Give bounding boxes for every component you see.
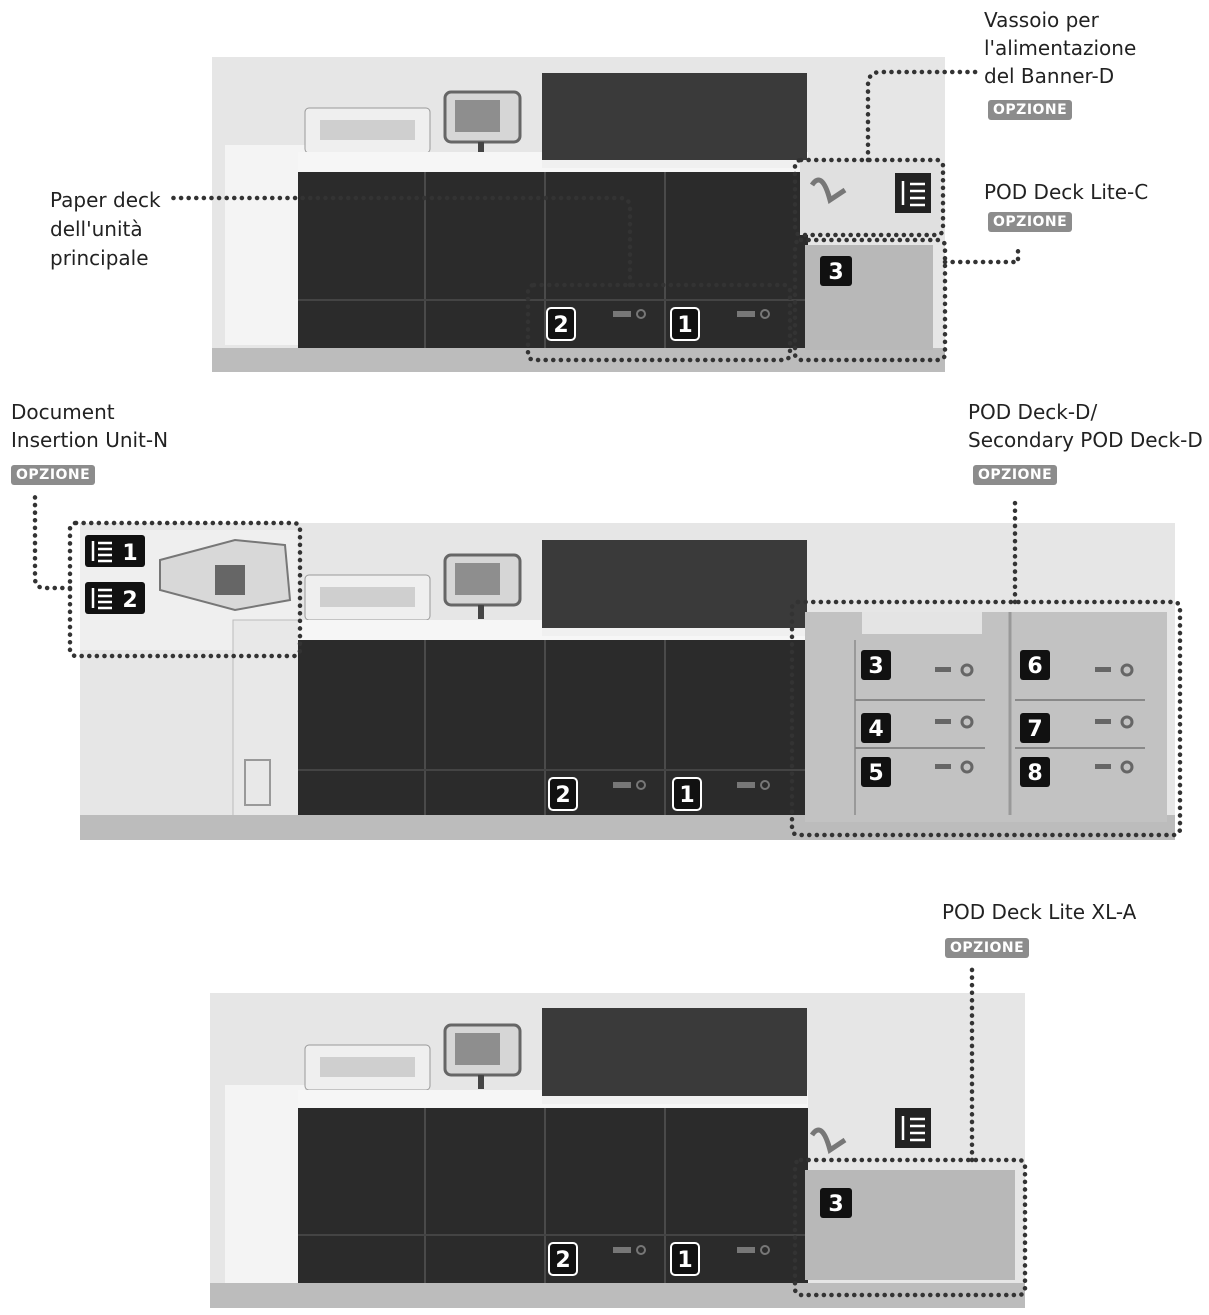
insertion-tray-2: 2 (122, 588, 137, 613)
option-badge: OPZIONE (945, 938, 1030, 958)
tray-number-3: 3 (828, 1192, 843, 1217)
tray-number-1: 1 (677, 1248, 692, 1273)
insertion-tray-1: 1 (122, 541, 137, 566)
label-banner-tray: Vassoio per l'alimentazione del Banner-D (984, 8, 1137, 88)
printer-3 (210, 993, 1025, 1308)
tray-number-3: 3 (828, 260, 843, 285)
tray-number-4: 4 (868, 717, 883, 742)
label-pod-lite-c: POD Deck Lite-C (984, 180, 1149, 204)
tray-number-2: 2 (553, 313, 568, 338)
label-insertion-unit: Document Insertion Unit-N (11, 400, 169, 452)
printer-2 (80, 523, 1175, 840)
option-badge: OPZIONE (11, 465, 96, 485)
option-badge: OPZIONE (988, 212, 1073, 232)
tray-number-2: 2 (555, 1248, 570, 1273)
tray-number-2: 2 (555, 783, 570, 808)
tray-number-1: 1 (679, 783, 694, 808)
tray-badges: 2 1 3 2 1 3 4 5 6 7 8 1 (85, 256, 1050, 1276)
printer-1 (212, 57, 945, 372)
tray-number-1: 1 (677, 313, 692, 338)
tray-number-8: 8 (1027, 761, 1042, 786)
tray-number-6: 6 (1027, 654, 1042, 679)
tray-number-3: 3 (868, 654, 883, 679)
label-pod-deck-d: POD Deck-D/ Secondary POD Deck-D (968, 400, 1203, 452)
label-pod-lite-xl: POD Deck Lite XL-A (942, 900, 1137, 924)
callout-lines (32, 69, 1183, 1298)
option-badge: OPZIONE (988, 100, 1073, 120)
tray-number-5: 5 (868, 761, 883, 786)
tray-number-7: 7 (1027, 717, 1042, 742)
option-badge: OPZIONE (973, 465, 1058, 485)
label-paper-deck-main: Paper deck dell'unità principale (50, 188, 161, 270)
